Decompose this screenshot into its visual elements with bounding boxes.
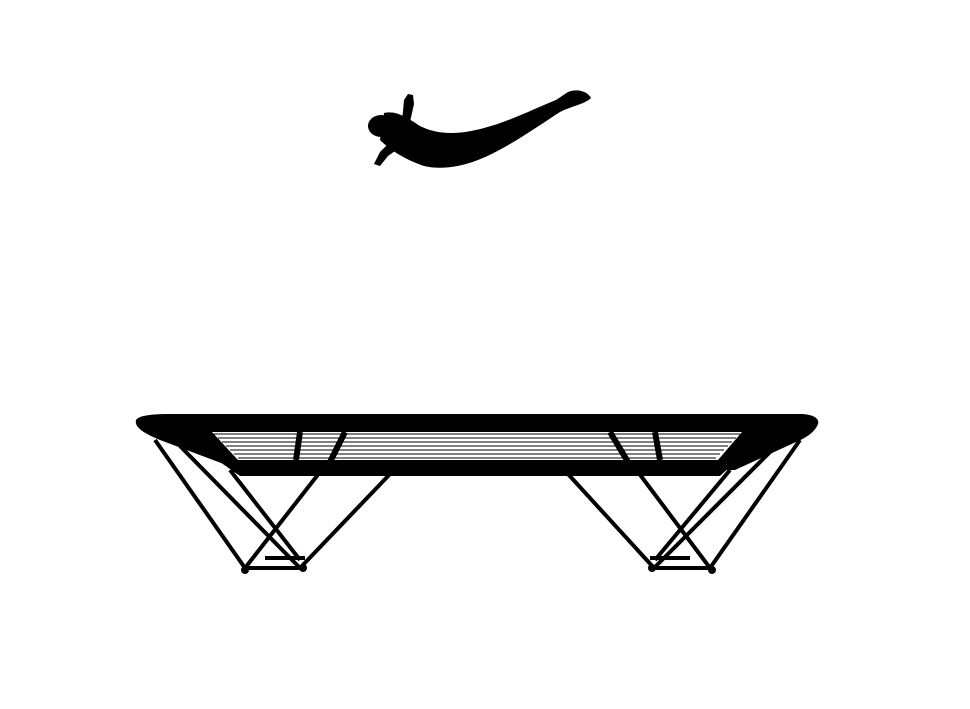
gymnast-body <box>380 90 591 168</box>
trampoline-bed-dividers <box>293 430 663 464</box>
trampoline-silhouette <box>135 414 819 574</box>
gymnast-arm-lower <box>374 140 402 166</box>
gymnast-arm-raised <box>402 94 414 122</box>
trampoline-left-legs <box>153 438 392 570</box>
trampoline-right-legs <box>566 438 802 570</box>
trampoline-springs <box>214 433 740 459</box>
trampoline-feet <box>241 564 716 574</box>
trampoline-lower-edge <box>220 462 735 476</box>
gymnast-silhouette <box>368 90 591 168</box>
